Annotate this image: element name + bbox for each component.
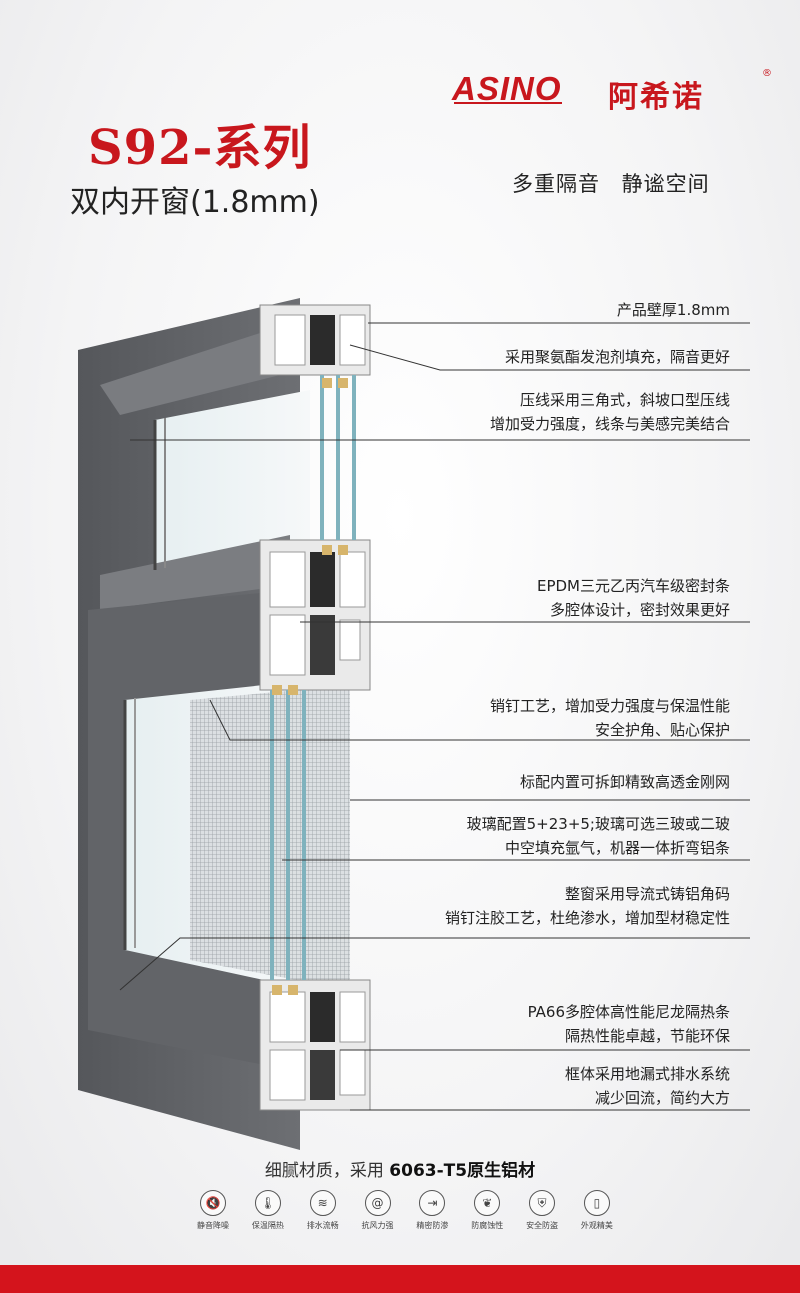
shield-leaf-icon: ❦ bbox=[474, 1190, 501, 1216]
feature-item: ▯ 外观精美 bbox=[574, 1190, 620, 1240]
water-waves-icon: ≋ bbox=[309, 1190, 336, 1216]
door-frame-icon: ▯ bbox=[583, 1190, 610, 1216]
bottom-red-bar bbox=[0, 1265, 800, 1293]
feature-icons-row: 🔇 静音降噪 🌡 保温隔热 ≋ 排水流畅 @ 抗风力强 ⇥ 精密防渗 ❦ 防腐蚀… bbox=[190, 1190, 620, 1240]
window-cross-section-illustration bbox=[78, 298, 750, 1150]
brand-logo-block: ASINO 阿希诺 ® bbox=[452, 68, 772, 115]
annotation-wall-thickness: 产品壁厚1.8mm bbox=[616, 301, 730, 319]
upper-glass bbox=[155, 390, 310, 570]
series-title: S92-系列 bbox=[88, 120, 312, 176]
brand-logo: ASINO bbox=[452, 70, 562, 107]
upper-sash-top bbox=[100, 320, 300, 415]
annotation-foam-fill: 采用聚氨酯发泡剂填充，隔音更好 bbox=[504, 348, 730, 366]
annotation-screen: 标配内置可拆卸精致高透金刚网 bbox=[519, 773, 730, 791]
annotation-thermal-break: PA66多腔体高性能尼龙隔热条 隔热性能卓越，节能环保 bbox=[527, 1003, 730, 1045]
annotation-glass-config: 玻璃配置5+23+5;玻璃可选三玻或二玻 中空填充氩气，机器一体折弯铝条 bbox=[466, 815, 730, 857]
brand-chinese-name: 阿希诺 bbox=[608, 80, 704, 115]
wind-spiral-icon: @ bbox=[364, 1190, 391, 1216]
feature-item: ⇥ 精密防渗 bbox=[409, 1190, 455, 1240]
feature-item: ❦ 防腐蚀性 bbox=[464, 1190, 510, 1240]
slogan: 多重隔音 静谧空间 bbox=[512, 172, 710, 196]
lock-shield-icon: ⛨ bbox=[529, 1190, 556, 1216]
feature-item: ≋ 排水流畅 bbox=[300, 1190, 346, 1240]
thermometer-icon: 🌡 bbox=[254, 1190, 281, 1216]
feature-item: @ 抗风力强 bbox=[355, 1190, 401, 1240]
mute-speaker-icon: 🔇 bbox=[200, 1190, 226, 1216]
annotation-pin-process: 销钉工艺，增加受力强度与保温性能 安全护角、贴心保护 bbox=[489, 697, 730, 739]
product-subtitle: 双内开窗(1.8mm) bbox=[70, 185, 320, 220]
annotation-corner-joint: 整窗采用导流式铸铝角码 销钉注胶工艺，杜绝渗水，增加型材稳定性 bbox=[444, 885, 730, 927]
material-highlight: 6063-T5原生铝材 bbox=[389, 1161, 536, 1181]
feature-item: 🌡 保温隔热 bbox=[245, 1190, 291, 1240]
upper-sash-bottom bbox=[100, 535, 290, 610]
annotation-epdm-seal: EPDM三元乙丙汽车级密封条 多腔体设计，密封效果更好 bbox=[536, 577, 730, 619]
feature-item: ⛨ 安全防盗 bbox=[519, 1190, 565, 1240]
annotation-leader-lines bbox=[119, 322, 750, 1111]
registered-mark: ® bbox=[762, 68, 772, 79]
feature-item: 🔇 静音降噪 bbox=[190, 1190, 236, 1240]
arrows-inward-icon: ⇥ bbox=[419, 1190, 446, 1216]
material-statement: 细腻材质，采用 6063-T5原生铝材 bbox=[0, 1156, 800, 1181]
material-prefix: 细腻材质，采用 bbox=[264, 1161, 390, 1181]
annotation-drainage: 框体采用地漏式排水系统 减少回流，简约大方 bbox=[564, 1065, 730, 1107]
annotation-glazing-bead: 压线采用三角式，斜坡口型压线 增加受力强度，线条与美感完美结合 bbox=[489, 391, 730, 433]
